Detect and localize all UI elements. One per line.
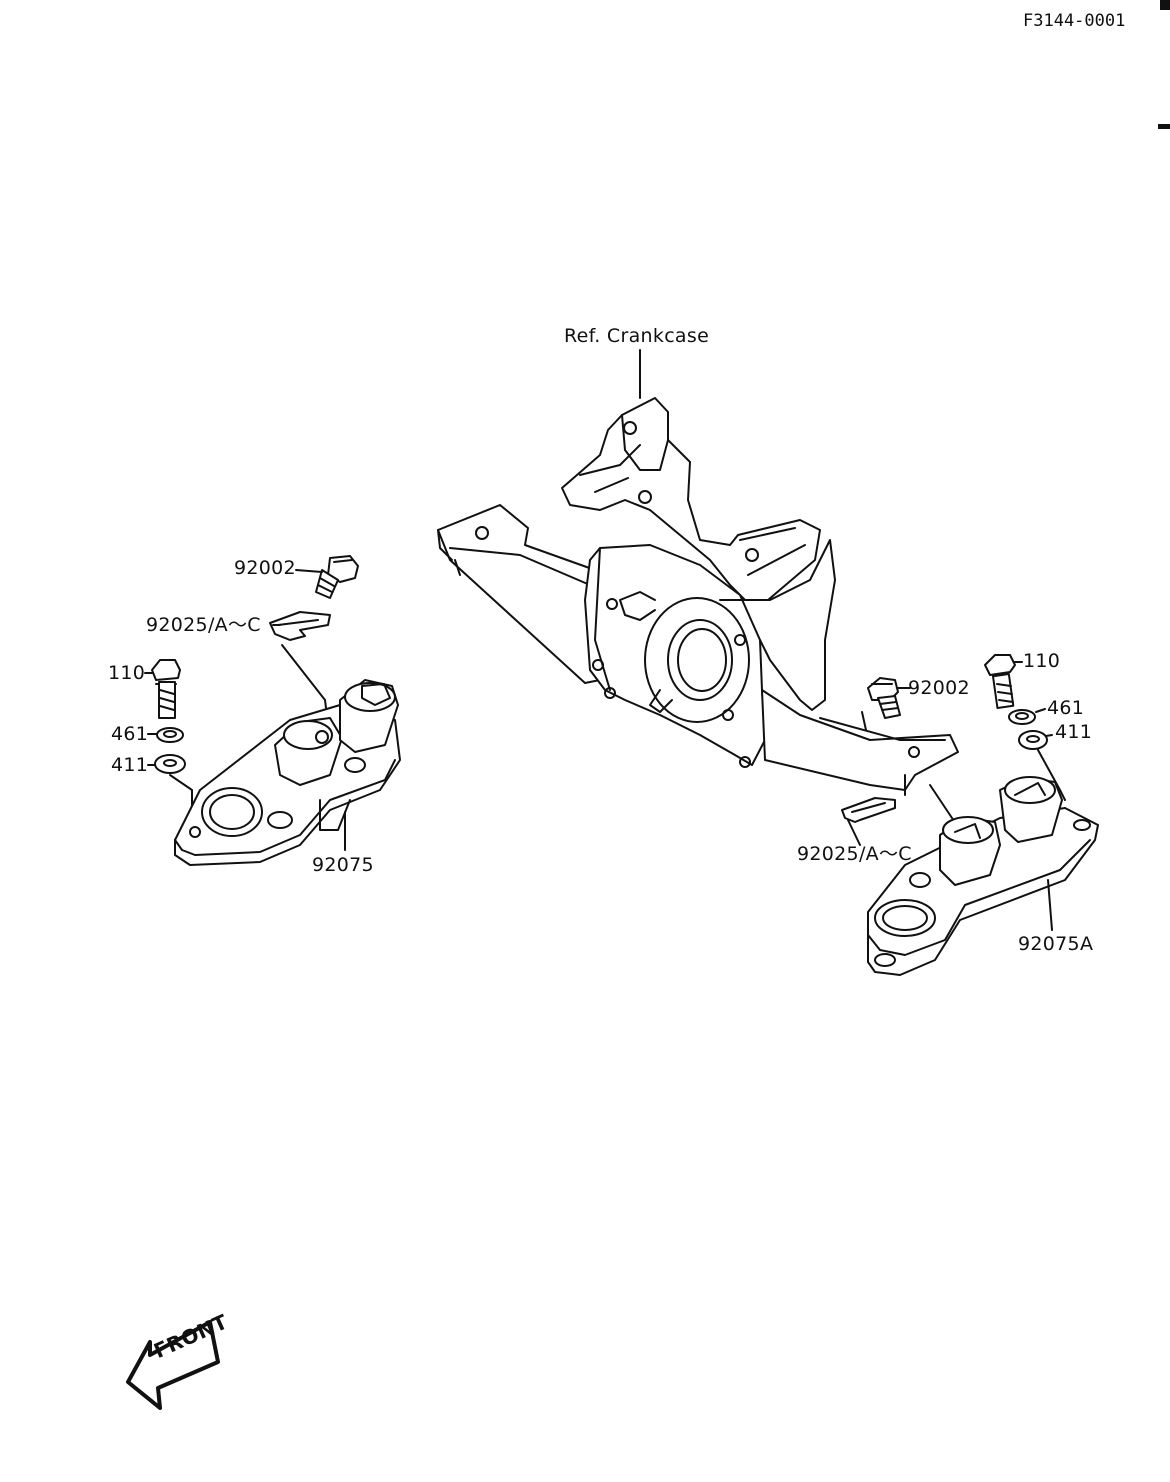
- mount-92075A: [867, 776, 1099, 976]
- part-label-110-left: 110: [108, 662, 146, 684]
- part-label-92002-left: 92002: [234, 557, 296, 579]
- part-label-461-left: 461: [111, 723, 149, 745]
- part-label-92025-right: 92025/A～C: [797, 843, 912, 865]
- bolt-92002-right: [867, 677, 901, 719]
- bolt-110-right: [984, 654, 1016, 709]
- left-mount-group: [144, 555, 401, 866]
- mount-92075: [174, 679, 401, 866]
- ref-crankcase-label: Ref. Crankcase: [564, 325, 710, 347]
- part-label-92075A: 92075A: [1018, 933, 1094, 955]
- bolt-92002-left: [315, 555, 359, 599]
- washer-461-left: [156, 727, 184, 743]
- bolt-110-left: [151, 659, 181, 719]
- front-arrow-icon: [126, 1320, 220, 1410]
- washer-461-right: [1008, 709, 1036, 725]
- leader-line: [295, 569, 323, 573]
- leader-line: [861, 711, 867, 731]
- registration-mark: [1158, 124, 1170, 129]
- leader-line: [1045, 734, 1053, 737]
- leader-line: [1037, 749, 1066, 801]
- leader-line: [1047, 879, 1053, 931]
- part-label-461-right: 461: [1047, 697, 1085, 719]
- part-label-110-right: 110: [1023, 650, 1061, 672]
- right-mount-group: [841, 654, 1099, 976]
- part-label-411-left: 411: [111, 754, 149, 776]
- figure-code: F3144-0001: [1023, 11, 1126, 31]
- part-label-411-right: 411: [1055, 721, 1093, 743]
- part-label-92002-right: 92002: [908, 677, 970, 699]
- stopper-92025-left: [269, 611, 331, 641]
- leader-line: [847, 819, 861, 846]
- registration-mark: [1160, 0, 1170, 10]
- stopper-92025-right: [841, 797, 896, 823]
- part-label-92025-left: 92025/A～C: [146, 614, 261, 636]
- washer-411-left: [154, 754, 186, 774]
- leader-line: [1035, 708, 1046, 713]
- crankcase-drawing: [437, 397, 959, 796]
- part-label-92075: 92075: [312, 854, 374, 876]
- washer-411-right: [1018, 730, 1048, 750]
